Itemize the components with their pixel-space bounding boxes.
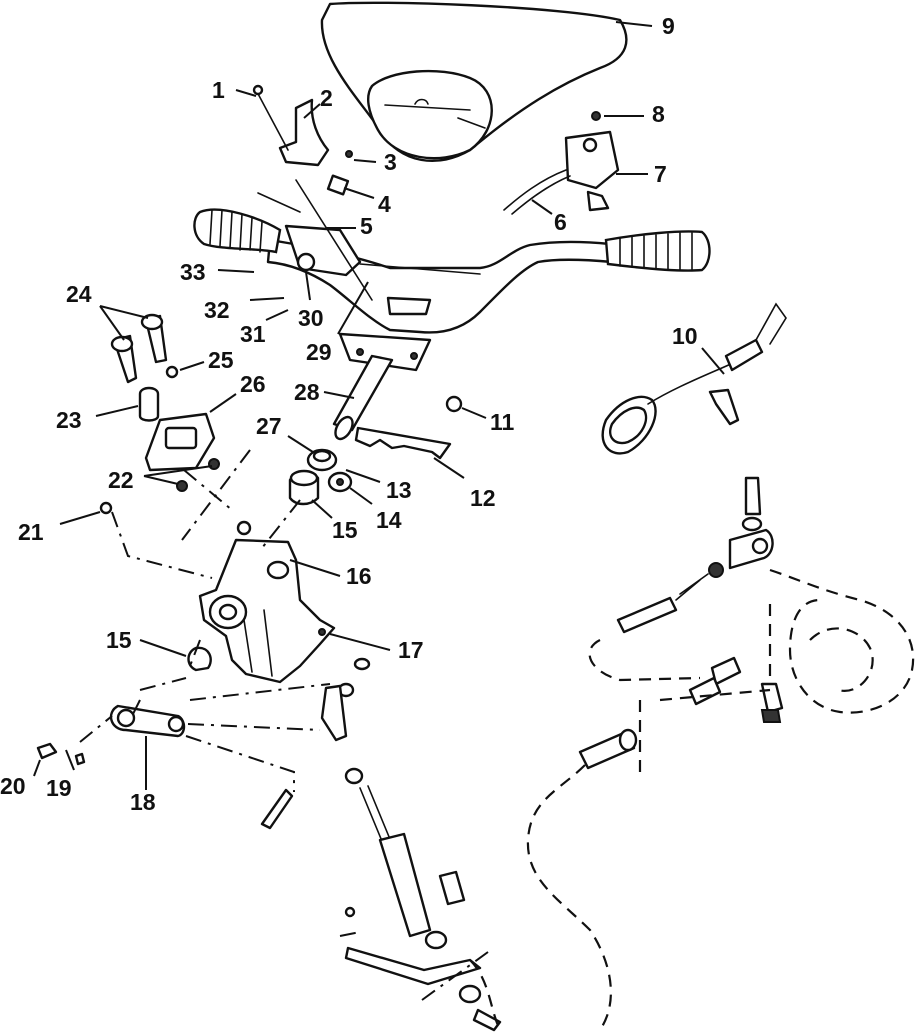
centerlines bbox=[79, 449, 489, 1001]
leader-lines bbox=[33, 21, 725, 790]
callout-32: 32 bbox=[204, 297, 230, 323]
callout-19: 19 bbox=[46, 775, 72, 801]
bushings bbox=[288, 448, 353, 506]
left-grip bbox=[193, 208, 282, 254]
callout-2: 2 bbox=[320, 85, 333, 111]
callout-20: 20 bbox=[0, 773, 26, 799]
callout-3: 3 bbox=[384, 149, 397, 175]
right-grip bbox=[604, 230, 711, 272]
callout-30: 30 bbox=[298, 305, 324, 331]
cable-assembly bbox=[578, 476, 784, 770]
callout-26: 26 bbox=[240, 371, 266, 397]
kill-switch-tether bbox=[601, 302, 787, 455]
callout-18: 18 bbox=[130, 789, 156, 815]
callout-25: 25 bbox=[208, 347, 234, 373]
callout-24: 24 bbox=[66, 281, 92, 307]
callout-31: 31 bbox=[240, 321, 266, 347]
callout-12: 12 bbox=[470, 485, 496, 511]
throttle-housing bbox=[257, 150, 373, 301]
callout-27: 27 bbox=[256, 413, 282, 439]
callout-16: 16 bbox=[346, 563, 372, 589]
switch-housing bbox=[503, 111, 620, 215]
tie-rod-assembly bbox=[320, 657, 502, 1032]
phantom-brake-lines bbox=[469, 568, 915, 1031]
callouts: 1 2 3 4 5 6 7 8 9 10 11 12 13 14 15 15 1… bbox=[0, 13, 698, 815]
callout-11: 11 bbox=[490, 409, 515, 435]
callout-23: 23 bbox=[56, 407, 82, 433]
callout-28: 28 bbox=[294, 379, 320, 405]
callout-10: 10 bbox=[672, 323, 698, 349]
callout-8: 8 bbox=[652, 101, 665, 127]
steering-arm bbox=[36, 646, 294, 830]
callout-5: 5 bbox=[360, 213, 373, 239]
callout-21: 21 bbox=[18, 519, 44, 545]
callout-9: 9 bbox=[662, 13, 675, 39]
callout-15a: 15 bbox=[332, 517, 358, 543]
callout-22: 22 bbox=[108, 467, 134, 493]
bracket-plate bbox=[99, 313, 220, 515]
handlebar-pad bbox=[320, 1, 628, 162]
callout-33: 33 bbox=[180, 259, 206, 285]
callout-7: 7 bbox=[654, 161, 667, 187]
throttle-lever bbox=[252, 84, 330, 167]
callout-17: 17 bbox=[398, 637, 424, 663]
steering-bracket bbox=[354, 395, 463, 460]
callout-29: 29 bbox=[306, 339, 332, 365]
callout-6: 6 bbox=[554, 209, 567, 235]
callout-4: 4 bbox=[378, 191, 391, 217]
callout-13: 13 bbox=[386, 477, 412, 503]
callout-15b: 15 bbox=[106, 627, 132, 653]
steering-post bbox=[332, 296, 432, 441]
steering-block bbox=[198, 520, 336, 684]
callout-1: 1 bbox=[212, 77, 225, 103]
callout-14: 14 bbox=[376, 507, 402, 533]
